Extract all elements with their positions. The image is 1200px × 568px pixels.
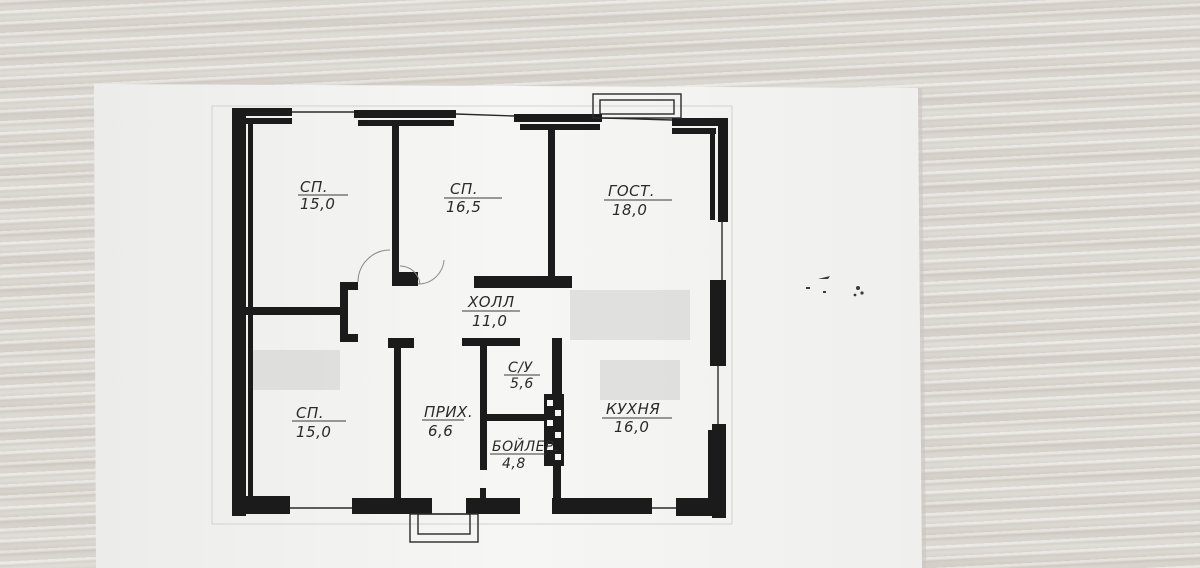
room-name: ХОЛЛ	[467, 293, 515, 311]
room-name: СП.	[450, 180, 478, 198]
room-label-entrance: ПРИХ. 6,6	[422, 403, 473, 440]
room-name: БОЙЛЕР.	[492, 437, 559, 455]
room-area: 16,5	[446, 198, 481, 216]
room-area: 5,6	[510, 376, 534, 392]
room-area: 11,0	[472, 312, 507, 330]
room-label-living-room: ГОСТ. 18,0	[604, 182, 672, 219]
room-name: ГОСТ.	[608, 182, 655, 200]
room-name: С/У	[508, 360, 533, 376]
room-label-bedroom-top-middle: СП. 16,5	[444, 180, 502, 216]
paper-sheet	[94, 84, 922, 568]
stray-marks	[806, 276, 864, 297]
room-name: СП.	[300, 178, 328, 196]
room-name: ПРИХ.	[424, 403, 473, 421]
room-area: 16,0	[614, 418, 649, 436]
windows	[290, 93, 723, 543]
room-area: 6,6	[428, 422, 453, 440]
paper-shadow-edge	[918, 88, 926, 568]
room-label-bedroom-top-left: СП. 15,0	[298, 178, 348, 213]
room-area: 4,8	[502, 456, 526, 472]
scan-noise	[250, 290, 690, 400]
room-label-bedroom-bottom-left: СП. 15,0	[292, 404, 346, 441]
room-name: СП.	[296, 404, 324, 422]
door-arcs	[357, 249, 445, 285]
room-area: 18,0	[612, 201, 647, 219]
room-area: 15,0	[296, 423, 331, 441]
room-area: 15,0	[300, 195, 335, 213]
room-label-hall: ХОЛЛ 11,0	[462, 293, 520, 330]
walls	[232, 108, 728, 518]
room-label-bathroom: С/У 5,6	[504, 360, 540, 392]
room-name: КУХНЯ	[606, 400, 660, 418]
room-label-kitchen: КУХНЯ 16,0	[602, 400, 672, 436]
copy-frame	[211, 105, 733, 525]
room-label-boiler: БОЙЛЕР. 4,8	[490, 437, 559, 472]
